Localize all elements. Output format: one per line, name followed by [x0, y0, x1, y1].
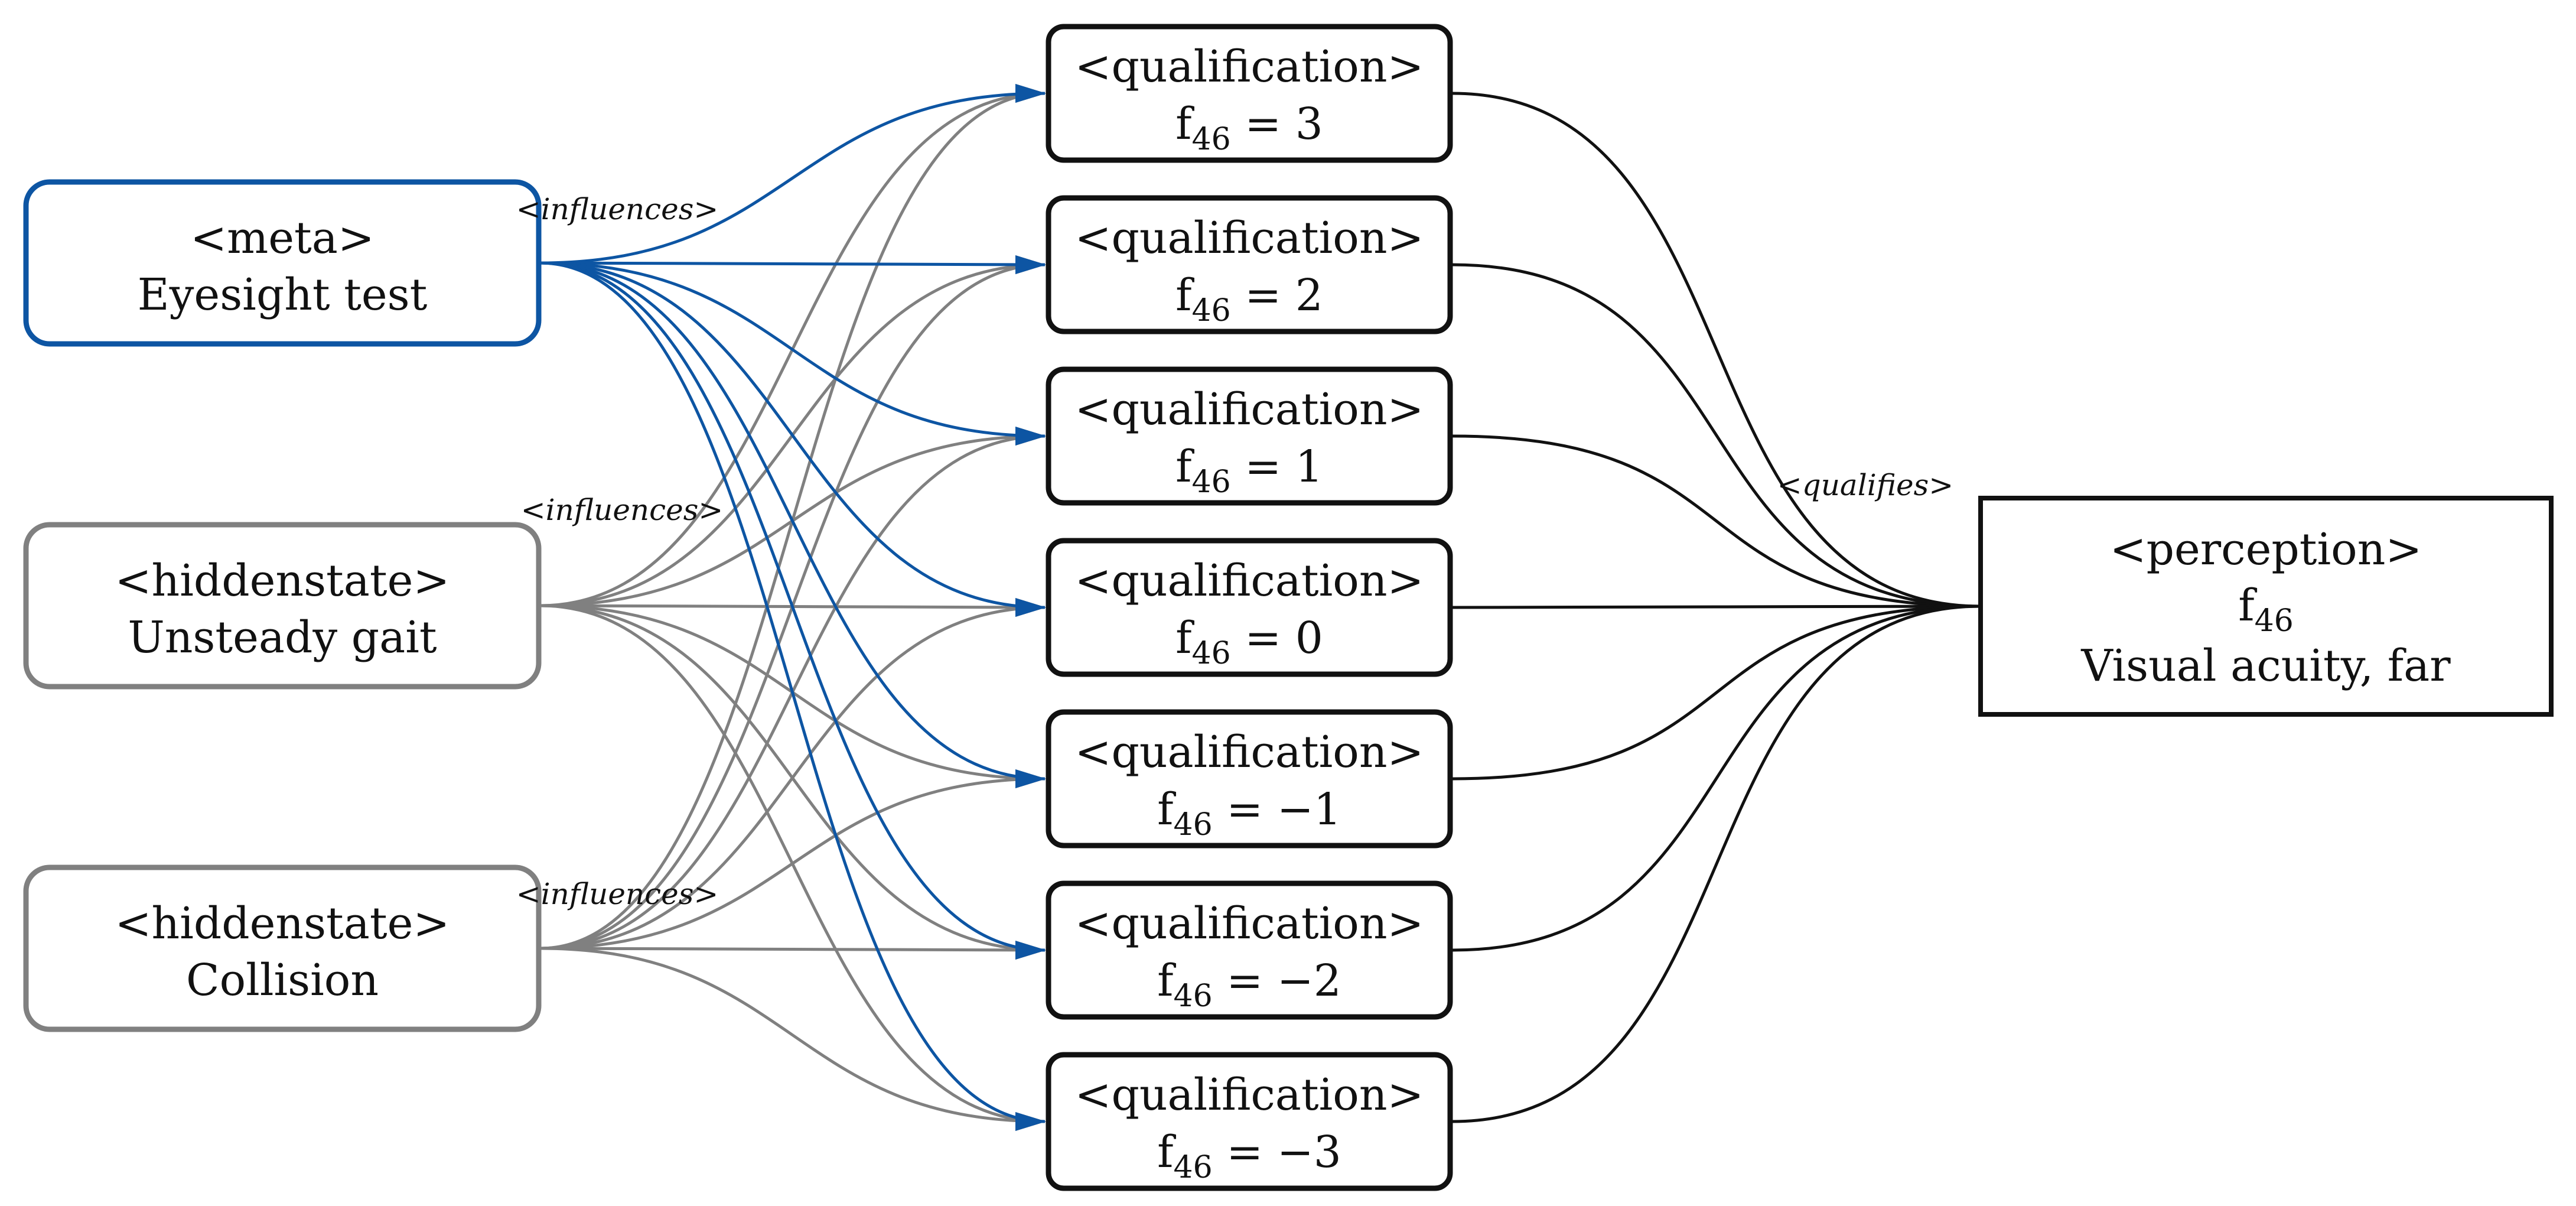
influences-label-collision: <influences>	[516, 877, 719, 911]
source-box	[23, 864, 542, 1032]
influences-edge	[539, 261, 1046, 446]
source-box	[23, 522, 542, 690]
source-tag: <hiddenstate>	[115, 555, 450, 606]
edge-labels: <influences> <influences> <influences> <…	[516, 192, 1953, 911]
source-tag: <hiddenstate>	[115, 898, 450, 949]
qualifies-edge	[1452, 604, 1981, 609]
qualification-value: f46 = 2	[1175, 270, 1323, 329]
influences-edge	[539, 940, 1046, 960]
qualification-value: f46 = 1	[1175, 441, 1323, 500]
qualification-tag: <qualification>	[1074, 898, 1424, 949]
qualification-relation: = −2	[1213, 955, 1341, 1006]
source-node-hidden2: <hiddenstate> Collision	[23, 864, 542, 1032]
influences-label-unsteady-gait: <influences>	[521, 493, 724, 527]
source-name: Unsteady gait	[128, 612, 437, 663]
influences-edge	[539, 947, 1046, 1131]
perception-variable-letter: f	[2238, 580, 2257, 631]
qualification-nodes: <qualification>f46 = 3<qualification>f46…	[1046, 24, 1453, 1191]
qualification-tag: <qualification>	[1074, 1070, 1424, 1120]
influences-edge	[539, 255, 1046, 274]
qualifies-label: <qualifies>	[1777, 468, 1953, 502]
influences-label-meta: <influences>	[516, 192, 719, 226]
influences-edge	[539, 261, 1046, 788]
source-box	[23, 179, 542, 347]
source-nodes: <meta>Eyesight test <hiddenstate> Unsteady…	[23, 179, 542, 1032]
qualification-node: <qualification> f46 = 0	[1046, 538, 1453, 677]
qualification-tag: <qualification>	[1074, 384, 1424, 435]
qualification-node: <qualification> f46 = −2	[1046, 880, 1453, 1020]
qualification-box	[1046, 709, 1453, 849]
qualification-variable-subscript: 46	[1174, 807, 1213, 843]
influences-edge	[539, 84, 1046, 265]
qualification-box	[1046, 195, 1453, 334]
perception-variable-subscript: 46	[2255, 603, 2294, 639]
qualifies-edge	[1452, 263, 1981, 608]
qualifies-edge	[1452, 604, 1981, 952]
qualification-box	[1046, 880, 1453, 1020]
qualification-variable-subscript: 46	[1192, 636, 1231, 671]
qualification-relation: = 0	[1231, 613, 1323, 664]
qualification-variable-subscript: 46	[1192, 122, 1231, 157]
influences-edge	[539, 261, 1046, 617]
perception-variable: f46	[2238, 580, 2294, 639]
qualification-value: f46 = 3	[1175, 99, 1323, 157]
qualification-box	[1046, 24, 1453, 163]
source-node-hidden1: <hiddenstate> Unsteady gait	[23, 522, 542, 690]
qualifies-edge	[1452, 434, 1981, 608]
qualification-relation: = −3	[1213, 1127, 1341, 1178]
influences-edge	[539, 261, 1046, 960]
qualification-relation: = 2	[1231, 270, 1323, 321]
perception-name: Visual acuity, far	[2080, 641, 2451, 691]
qualification-tag: <qualification>	[1074, 41, 1424, 92]
qualifies-edge	[1452, 604, 1981, 1123]
qualification-node: <qualification> f46 = −3	[1046, 1052, 1453, 1191]
source-node-meta: <meta>Eyesight test	[23, 179, 542, 347]
qualification-variable-subscript: 46	[1192, 464, 1231, 500]
qualification-relation: = 1	[1231, 441, 1323, 492]
source-tag: <meta>	[190, 213, 374, 264]
influences-edge	[539, 598, 1046, 950]
qualification-tag: <qualification>	[1074, 555, 1424, 606]
influences-edges-meta	[539, 84, 1046, 1131]
qualification-node: <qualification> f46 = 1	[1046, 366, 1453, 506]
qualification-box	[1046, 366, 1453, 506]
qualification-variable-subscript: 46	[1192, 293, 1231, 329]
qualifies-edges	[1452, 92, 1981, 1123]
qualification-variable-letter: f	[1157, 784, 1176, 835]
influences-edge	[539, 261, 1046, 1131]
qualification-value: f46 = −2	[1157, 955, 1341, 1014]
qualifies-edge	[1452, 604, 1981, 781]
source-name: Collision	[186, 955, 379, 1006]
perception-tag: <perception>	[2110, 524, 2422, 575]
qualification-variable-letter: f	[1175, 613, 1194, 664]
qualification-node: <qualification> f46 = 2	[1046, 195, 1453, 334]
qualification-relation: = −1	[1213, 784, 1341, 835]
perception-box	[1978, 496, 2554, 717]
qualification-value: f46 = −1	[1157, 784, 1341, 843]
source-name: Eyesight test	[138, 269, 428, 320]
qualification-tag: <qualification>	[1074, 727, 1424, 778]
influences-edge	[539, 769, 1046, 950]
influences-edges	[539, 84, 1046, 1131]
qualification-node: <qualification> f46 = −1	[1046, 709, 1453, 849]
qualification-variable-subscript: 46	[1174, 979, 1213, 1014]
qualification-variable-letter: f	[1175, 99, 1194, 149]
qualification-box	[1046, 538, 1453, 677]
qualification-variable-letter: f	[1157, 955, 1176, 1006]
qualification-variable-letter: f	[1175, 270, 1194, 321]
qualification-relation: = 3	[1231, 99, 1323, 149]
qualification-tag: <qualification>	[1074, 213, 1424, 264]
qualification-value: f46 = 0	[1175, 613, 1323, 671]
qualification-variable-letter: f	[1157, 1127, 1176, 1178]
qualifies-edge	[1452, 92, 1981, 608]
qualification-box	[1046, 1052, 1453, 1191]
qualification-value: f46 = −3	[1157, 1127, 1341, 1185]
qualification-variable-subscript: 46	[1174, 1150, 1213, 1185]
qualification-variable-letter: f	[1175, 441, 1194, 492]
perception-node: <perception> f46 Visual acuity, far	[1978, 496, 2554, 717]
qualification-node: <qualification> f46 = 3	[1046, 24, 1453, 163]
